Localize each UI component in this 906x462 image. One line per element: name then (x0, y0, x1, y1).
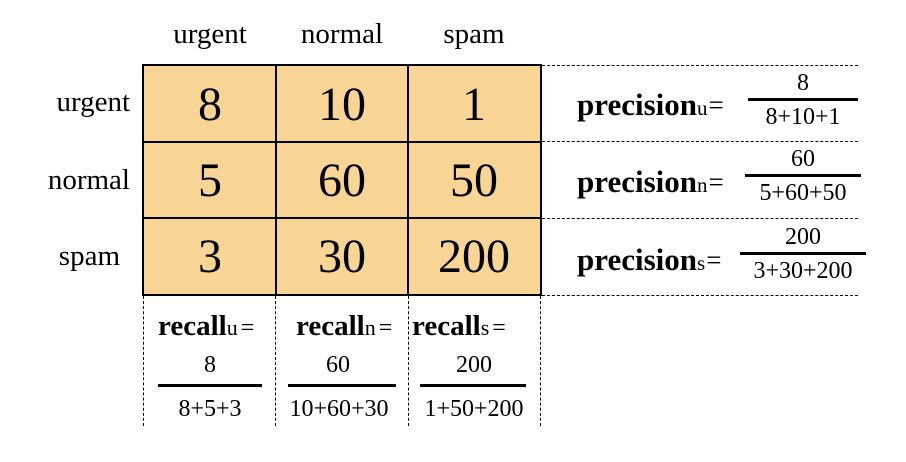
fraction-bar (740, 252, 866, 255)
grid-line (540, 64, 542, 296)
precision-subscript: n (697, 172, 708, 197)
precision-spam-fraction: 200 3+30+200 (740, 222, 866, 287)
denominator: 5+60+50 (759, 180, 847, 206)
grid-line (142, 294, 542, 296)
row-header-normal: normal (47, 164, 130, 196)
recall-subscript: u (226, 315, 238, 340)
dashed-guide (275, 296, 276, 426)
matrix-cell-normal-normal: 60 (276, 142, 408, 218)
dashed-guide (143, 296, 144, 426)
fraction-bar (288, 384, 396, 387)
numerator: 200 (785, 224, 821, 250)
recall-spam-denominator: 1+50+200 (424, 396, 524, 422)
dashed-guide (542, 218, 858, 219)
precision-urgent-fraction: 8 8+10+1 (748, 68, 858, 133)
recall-subscript: n (364, 315, 376, 340)
row-header-spam: spam (58, 240, 120, 272)
column-header-normal: normal (300, 18, 384, 50)
recall-spam-numerator: 200 (456, 352, 492, 378)
equals-sign: = (708, 166, 724, 197)
denominator: 8+10+1 (765, 104, 841, 130)
recall-normal-denominator: 10+60+30 (289, 396, 389, 422)
recall-urgent-numerator: 8 (204, 352, 216, 378)
precision-subscript: s (697, 250, 706, 275)
fraction-bar (420, 384, 526, 387)
grid-line (275, 64, 277, 296)
recall-subscript: s (480, 315, 490, 340)
matrix-cell-normal-urgent: 5 (144, 142, 276, 218)
row-header-urgent: urgent (56, 86, 130, 118)
precision-word: precision (577, 242, 697, 277)
equals-sign: = (706, 244, 722, 275)
fraction-bar (748, 98, 858, 101)
equals-sign: = (378, 315, 393, 341)
precision-normal-fraction: 60 5+60+50 (745, 144, 861, 209)
matrix-cell-urgent-normal: 10 (276, 66, 408, 142)
recall-urgent-denominator: 8+5+3 (178, 396, 242, 422)
dashed-guide (540, 296, 541, 426)
fraction-bar (158, 384, 262, 387)
dashed-guide (542, 141, 858, 142)
recall-normal-numerator: 60 (326, 352, 350, 378)
matrix-cell-spam-normal: 30 (276, 218, 408, 294)
fraction-bar (745, 174, 861, 177)
precision-word: precision (577, 87, 697, 122)
precision-word: precision (577, 164, 697, 199)
grid-line (142, 64, 144, 296)
grid-line (142, 217, 542, 219)
matrix-cell-spam-urgent: 3 (144, 218, 276, 294)
column-header-urgent: urgent (173, 18, 247, 50)
matrix-cell-urgent-spam: 1 (408, 66, 540, 142)
matrix-cell-spam-spam: 200 (408, 218, 540, 294)
dashed-guide (408, 296, 409, 426)
equals-sign: = (240, 315, 255, 341)
recall-word: recall (158, 310, 227, 342)
numerator: 8 (797, 70, 809, 96)
equals-sign: = (492, 315, 506, 341)
grid-line (142, 64, 542, 66)
precision-subscript: u (697, 95, 708, 120)
matrix-cell-urgent-urgent: 8 (144, 66, 276, 142)
recall-word: recall (296, 310, 365, 342)
grid-line (407, 64, 409, 296)
numerator: 60 (791, 146, 815, 172)
grid-line (142, 141, 542, 143)
dashed-guide (542, 65, 858, 66)
matrix-cell-normal-spam: 50 (408, 142, 540, 218)
denominator: 3+30+200 (753, 258, 853, 284)
recall-word: recall (412, 310, 481, 342)
column-header-spam: spam (443, 18, 505, 50)
dashed-guide (542, 295, 858, 296)
equals-sign: = (708, 89, 724, 120)
